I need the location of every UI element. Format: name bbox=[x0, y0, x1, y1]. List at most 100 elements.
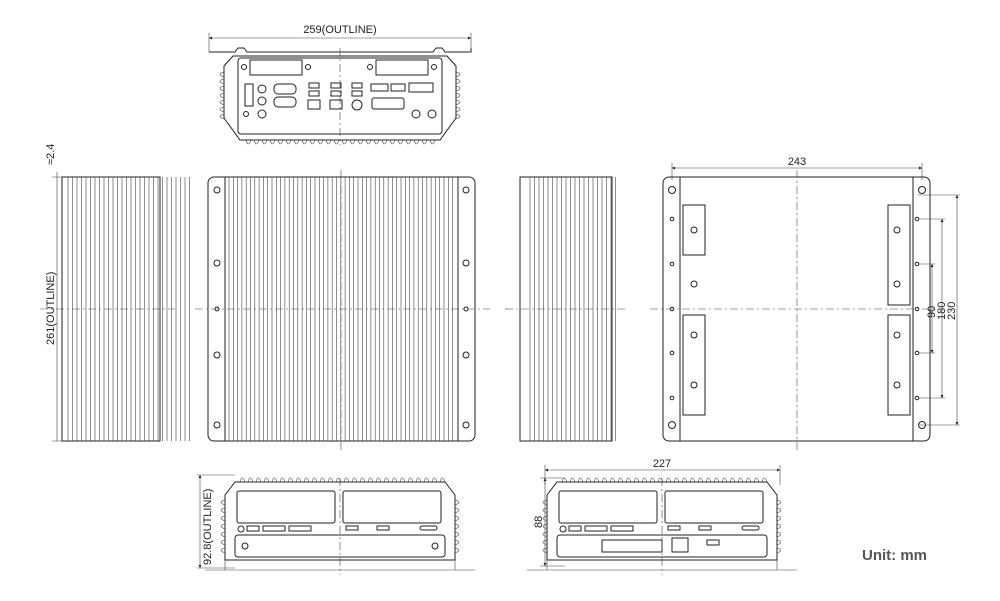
fin-line bbox=[317, 139, 324, 145]
fin-line bbox=[689, 477, 696, 483]
mounting-hole bbox=[213, 186, 221, 194]
bracket bbox=[887, 314, 911, 416]
heatsink-fins bbox=[219, 71, 461, 145]
fin-line bbox=[277, 139, 284, 145]
led-indicator bbox=[262, 525, 286, 532]
ground-screw bbox=[427, 109, 437, 119]
fin-line bbox=[776, 515, 782, 522]
fin-line bbox=[335, 477, 342, 483]
fin-line bbox=[357, 139, 364, 145]
fin-line bbox=[319, 477, 326, 483]
ethernet-port bbox=[307, 99, 321, 110]
fin-line bbox=[542, 499, 548, 506]
fin-line bbox=[569, 477, 576, 483]
screw bbox=[893, 280, 901, 288]
fin-line bbox=[285, 139, 292, 145]
drive-bay-cover bbox=[342, 490, 442, 524]
screw bbox=[690, 331, 698, 339]
antenna-hole bbox=[257, 84, 267, 94]
front-view-2: 227 88 bbox=[527, 458, 797, 575]
power-button bbox=[237, 525, 245, 533]
fin-line bbox=[373, 139, 380, 145]
mounting-hole bbox=[669, 216, 675, 222]
fin-line bbox=[219, 106, 225, 113]
mounting-hole bbox=[213, 421, 221, 429]
body-height-label: 88 bbox=[533, 516, 545, 528]
fin-line bbox=[309, 139, 316, 145]
dc-power-connector bbox=[408, 82, 434, 93]
flange-offset-label: ≈2.4 bbox=[45, 144, 57, 165]
fin-line bbox=[397, 139, 404, 145]
fin-line bbox=[454, 515, 460, 522]
antenna-hole bbox=[257, 96, 267, 106]
led-indicator bbox=[288, 525, 312, 532]
fin-line bbox=[761, 477, 768, 483]
fin-line bbox=[359, 477, 366, 483]
fin-line bbox=[454, 507, 460, 514]
mounting-holes bbox=[213, 186, 470, 429]
mounting-hole bbox=[213, 351, 221, 359]
fin-line bbox=[381, 139, 388, 145]
fin-line bbox=[279, 477, 286, 483]
led-indicator bbox=[584, 525, 608, 532]
fin-line bbox=[293, 139, 300, 145]
fin-line bbox=[776, 539, 782, 546]
fin-line bbox=[753, 477, 760, 483]
mounting-hole bbox=[213, 259, 221, 267]
usb-port bbox=[351, 90, 363, 97]
serial-port bbox=[273, 96, 297, 108]
fin-line bbox=[776, 547, 782, 554]
unit-label: Unit: mm bbox=[862, 547, 927, 564]
led-indicator bbox=[568, 525, 582, 532]
fin-line bbox=[219, 78, 225, 85]
fin-line bbox=[349, 139, 356, 145]
fin-line bbox=[391, 477, 398, 483]
depth-label: 261(OUTLINE) bbox=[45, 272, 57, 345]
fin-line bbox=[601, 477, 608, 483]
fin-line bbox=[561, 477, 568, 483]
fin-line bbox=[365, 139, 372, 145]
fin-line bbox=[439, 477, 446, 483]
mounting-hole bbox=[668, 186, 676, 194]
fin-line bbox=[542, 515, 548, 522]
fin-line bbox=[593, 477, 600, 483]
screw bbox=[241, 542, 249, 550]
connector bbox=[671, 537, 689, 553]
fin-line bbox=[333, 139, 340, 145]
fin-line bbox=[431, 477, 438, 483]
fin-line bbox=[220, 515, 226, 522]
fin-line bbox=[657, 477, 664, 483]
fin-line bbox=[220, 531, 226, 538]
usb-port bbox=[667, 525, 681, 531]
fin-line bbox=[301, 139, 308, 145]
fin-line bbox=[383, 477, 390, 483]
fin-line bbox=[455, 92, 461, 99]
connector bbox=[706, 539, 720, 546]
right-side-view bbox=[505, 176, 625, 442]
fin-line bbox=[705, 477, 712, 483]
fin-line bbox=[220, 539, 226, 546]
screw bbox=[690, 226, 698, 234]
fin-line bbox=[389, 139, 396, 145]
fin-line bbox=[455, 85, 461, 92]
fin-line bbox=[239, 477, 246, 483]
fin-line bbox=[327, 477, 334, 483]
rear-io-view: 259(OUTLINE) bbox=[208, 24, 472, 145]
fin-line bbox=[351, 477, 358, 483]
dvi-port bbox=[371, 97, 405, 110]
screw bbox=[431, 542, 439, 550]
fin-line bbox=[542, 523, 548, 530]
displayport bbox=[370, 83, 389, 92]
mounting-hole bbox=[669, 261, 675, 267]
screw bbox=[893, 331, 901, 339]
mounting-hole bbox=[668, 421, 676, 429]
fin-line bbox=[737, 477, 744, 483]
fin-line bbox=[577, 477, 584, 483]
fin-line bbox=[455, 106, 461, 113]
fin-line bbox=[776, 523, 782, 530]
fin-line bbox=[745, 477, 752, 483]
fin-line bbox=[542, 547, 548, 554]
power-button bbox=[559, 525, 567, 533]
fin-line bbox=[295, 477, 302, 483]
